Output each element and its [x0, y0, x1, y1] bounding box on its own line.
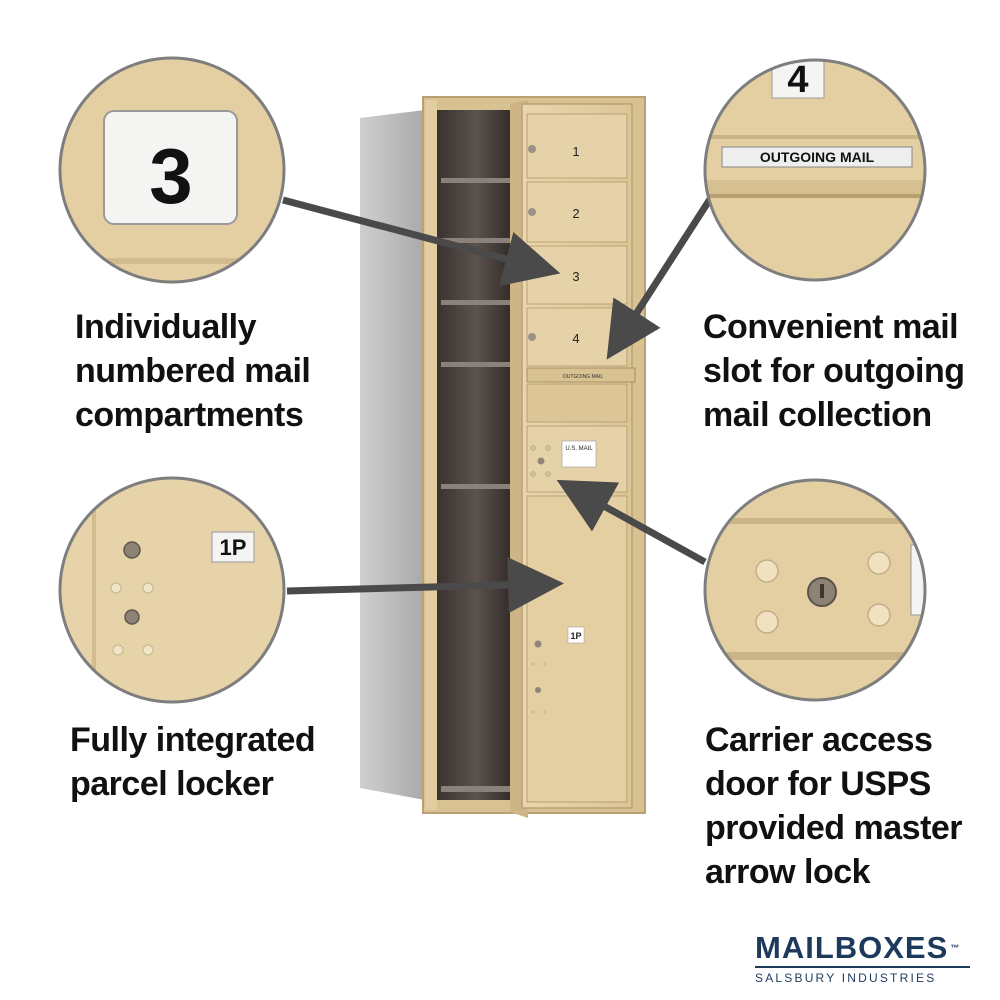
caption-outgoing-slot: Convenient mail slot for outgoing mail c…: [703, 305, 965, 437]
parcel-door: [526, 495, 628, 803]
caption-line: slot for outgoing: [703, 352, 965, 390]
pointer-arrows: [282, 194, 715, 613]
number-plate: [103, 110, 238, 225]
housing-side: [360, 110, 425, 800]
caption-carrier-access: Carrier access door for USPS provided ma…: [705, 718, 963, 894]
callout-carrier-lock: [703, 478, 927, 702]
brand-trademark: ™: [950, 943, 961, 953]
compartment-doors: [526, 113, 628, 367]
compartment-number-2: 2: [572, 206, 579, 221]
interior-shelves: [441, 178, 511, 792]
compartment-number-3: 3: [572, 269, 579, 284]
compartment-number-1: 1: [572, 144, 579, 159]
caption-line: Carrier access: [705, 721, 933, 759]
caption-line: Convenient mail: [703, 308, 959, 346]
interior: [437, 110, 515, 800]
caption-numbered-compartments: Individually numbered mail compartments: [75, 305, 311, 437]
parcel-label: 1P: [570, 631, 581, 641]
caption-line: Fully integrated: [70, 721, 316, 759]
arrow-outgoing: [606, 194, 715, 360]
callout-number-4: 4: [787, 59, 808, 101]
arrow-parcel: [286, 556, 564, 613]
caption-line: door for USPS: [705, 765, 931, 803]
caption-line: compartments: [75, 396, 304, 434]
carrier-label: U.S. MAIL: [565, 446, 593, 452]
caption-line: mail collection: [703, 396, 932, 434]
brand-subtitle: SALSBURY INDUSTRIES: [755, 971, 937, 985]
compartment-number-4: 4: [572, 331, 579, 346]
caption-parcel-locker: Fully integrated parcel locker: [70, 718, 316, 806]
outgoing-slot-label: OUTGOING MAIL: [563, 374, 604, 380]
brand-divider: [755, 966, 970, 968]
callout-numbered-compartment: 3: [58, 56, 286, 284]
arrow-carrier: [556, 479, 707, 566]
arrow-numbered: [282, 196, 561, 287]
caption-line: arrow lock: [705, 853, 871, 891]
brand-name: MAILBOXES: [755, 930, 949, 965]
caption-line: provided master: [705, 809, 963, 847]
callout-parcel-1p: 1P: [220, 535, 247, 560]
caption-line: parcel locker: [70, 765, 274, 803]
callout-number-3: 3: [149, 132, 192, 220]
caption-line: numbered mail: [75, 352, 311, 390]
compartment-numbers: 1 2 3 4: [572, 144, 579, 346]
mailbox-unit: 1 2 3 4 OUTGOING MAIL U.S. MAIL 1P: [360, 96, 646, 818]
caption-line: Individually: [75, 308, 257, 346]
callout-parcel-locker: 1P: [58, 476, 286, 704]
callout-outgoing-slot: 4 OUTGOING MAIL: [703, 58, 927, 282]
outgoing-mail-label: OUTGOING MAIL: [760, 149, 875, 165]
outgoing-slot: [526, 367, 636, 383]
